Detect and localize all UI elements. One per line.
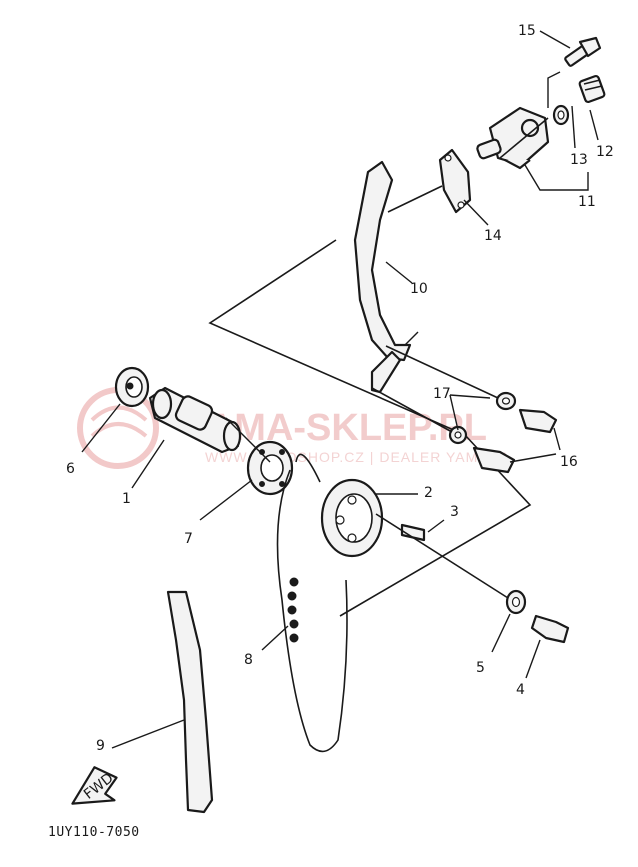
callout-7: 7 <box>184 531 193 547</box>
part-11-tensioner <box>476 106 550 170</box>
part-17-washers <box>448 391 517 445</box>
callout-14: 14 <box>484 228 502 244</box>
part-14-gasket <box>438 148 472 214</box>
part-13-gasket <box>552 104 570 126</box>
part-2-cam-sprocket <box>320 478 384 558</box>
diagram-code: 1UY110-7050 <box>48 825 140 840</box>
assembly-lines <box>371 117 549 599</box>
leader-lines <box>81 30 599 749</box>
part-7-bearing <box>246 440 294 496</box>
callout-3: 3 <box>450 504 459 520</box>
callout-4: 4 <box>516 682 525 698</box>
part-10-chain-guide <box>353 160 412 394</box>
fwd-arrow: FWD <box>71 766 118 805</box>
callout-6: 6 <box>66 461 75 477</box>
callout-12: 12 <box>596 144 614 160</box>
callout-13: 13 <box>570 152 588 168</box>
part-4-bolt <box>530 614 570 644</box>
part-16-bolts <box>472 408 558 474</box>
callout-2: 2 <box>424 485 433 501</box>
callout-8: 8 <box>244 652 253 668</box>
callout-1: 1 <box>122 491 131 507</box>
callouts: 6 1 7 2 3 8 9 5 4 10 14 15 13 12 11 17 1… <box>66 23 614 754</box>
callout-9: 9 <box>96 738 105 754</box>
part-1-camshaft <box>148 386 242 454</box>
callout-5: 5 <box>476 660 485 676</box>
part-15-bolt <box>564 36 602 67</box>
callout-11: 11 <box>578 194 596 210</box>
callout-17: 17 <box>433 386 451 402</box>
part-9-chain-guide <box>166 590 214 814</box>
watermark-logo <box>77 387 159 469</box>
callout-10: 10 <box>410 281 428 297</box>
part-12-plug <box>578 74 606 104</box>
callout-15: 15 <box>518 23 536 39</box>
part-3-pin <box>400 523 426 542</box>
part-8-timing-chain <box>276 453 348 753</box>
callout-16: 16 <box>560 454 578 470</box>
part-6-bearing <box>114 366 150 408</box>
part-5-washer <box>505 589 527 615</box>
